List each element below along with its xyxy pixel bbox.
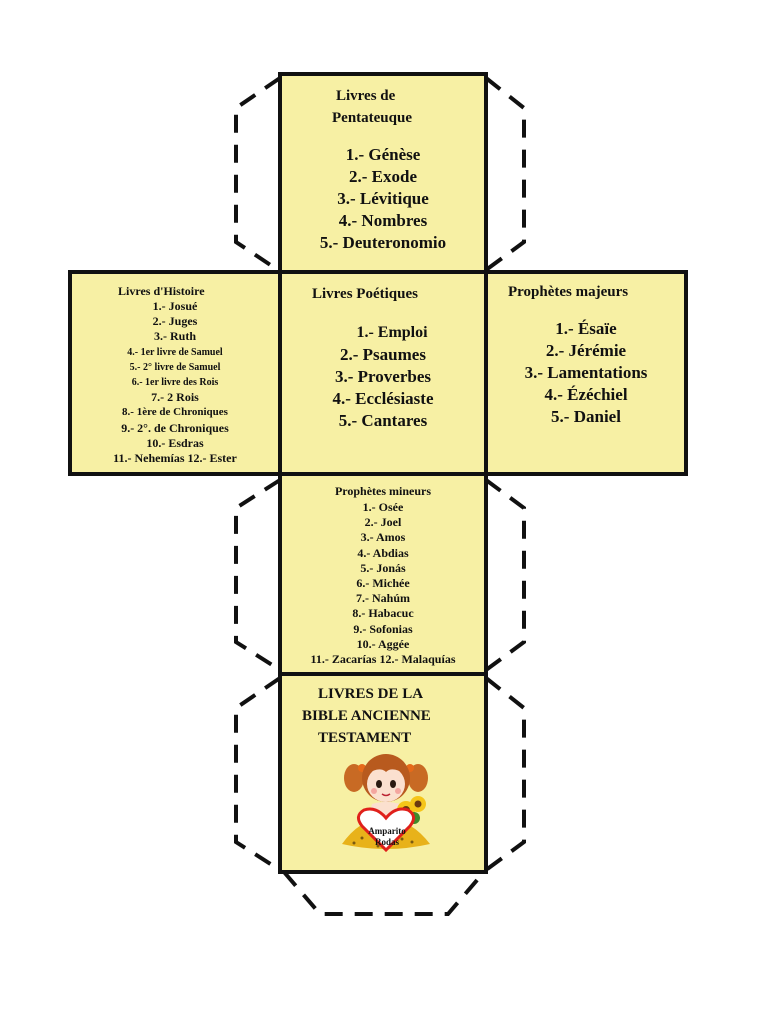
list-item: 8.- 1ère de Chroniques [122,406,228,419]
list-item: 1.- Génèse [345,145,421,164]
list-item: 7.- 2 Rois [151,390,199,405]
list-item: 4.- 1er livre de Samuel [127,346,223,358]
face-poetiques: Livres Poétiques 1.- Emploi 2.- Psaumes … [278,270,488,476]
cover-title-line3: TESTAMENT [318,730,412,746]
list-item: 4.- Abdias [357,545,409,560]
majeurs-title: Prophètes majeurs [508,284,629,300]
histoire-title: Livres d'Histoire [118,284,205,298]
list-item: 7.- Nahúm [355,591,410,606]
face-histoire: Livres d'Histoire 1.- Josué 2.- Juges 3.… [68,270,282,476]
list-item: 5.- Daniel [551,407,621,426]
badge-line2: Rodas [374,837,399,847]
girl-illustration [342,754,430,853]
list-item: 2.- Psaumes [340,345,426,364]
list-item: 6.- Michée [356,576,410,591]
cover-title-line1: LIVRES DE LA [318,686,424,702]
face-majeurs: Prophètes majeurs 1.- Ésaïe 2.- Jérémie … [484,270,688,476]
mineurs-list: 1.- Osée 2.- Joel 3.- Amos 4.- Abdias 5.… [282,500,484,667]
cover-title-line2: BIBLE ANCIENNE [302,708,431,724]
pentateuque-title-line2: Pentateuque [332,110,412,126]
heart-icon [357,807,415,853]
list-item: 10.- Aggée [356,636,410,651]
list-item: 5.- Cantares [338,411,428,430]
list-item: 11.- Nehemías 12.- Ester [113,451,237,466]
list-item: 3.- Lévitique [337,189,429,208]
list-item: 2.- Jérémie [545,341,627,360]
list-item: 2.- Joel [364,515,402,530]
list-item: 4.- Nombres [338,211,428,230]
list-item: 5.- 2° livre de Samuel [129,361,221,373]
histoire-list: 1.- Josué 2.- Juges 3.- Ruth 4.- 1er liv… [72,299,278,466]
face-mineurs: Prophètes mineurs 1.- Osée 2.- Joel 3.- … [278,472,488,676]
list-item: 1.- Josué [152,299,198,313]
list-item: 5.- Jonás [360,560,406,575]
list-item: 6.- 1er livre des Rois [131,377,219,389]
list-item: 3.- Proverbes [335,367,431,386]
list-item: 9.- Sofonias [353,621,413,636]
face-cover: LIVRES DE LA BIBLE ANCIENNE TESTAMENT [278,672,488,874]
pentateuque-list: 1.- Génèse 2.- Exode 3.- Lévitique 4.- N… [282,144,484,254]
face-pentateuque: Livres de Pentateuque 1.- Génèse 2.- Exo… [278,72,488,274]
list-item: 1.- Ésaïe [555,319,617,338]
pentateuque-title-line1: Livres de [336,88,396,104]
list-item: 1.- Osée [362,500,404,514]
poetiques-list: 1.- Emploi 2.- Psaumes 3.- Proverbes 4.-… [282,322,484,432]
list-item: 4.- Ecclésiaste [332,389,434,408]
majeurs-list: 1.- Ésaïe 2.- Jérémie 3.- Lamentations 4… [488,318,684,428]
list-item: 3.- Amos [360,530,406,545]
poetiques-title: Livres Poétiques [312,286,418,302]
list-item: 2.- Exode [349,167,417,186]
list-item: 5.- Deuteronomio [319,233,447,252]
list-item: 8.- Habacuc [352,606,414,621]
list-item: 4.- Ézéchiel [544,385,628,404]
mineurs-title: Prophètes mineurs [334,484,432,498]
list-item: 2.- Juges [152,314,198,329]
list-item: 9.- 2°. de Chroniques [121,420,229,435]
list-item: 10.- Esdras [146,435,204,450]
list-item: 3.- Ruth [153,329,196,344]
list-item: 11.- Zacarías 12.- Malaquías [310,652,456,667]
list-item: 1.- Emploi [356,324,428,341]
list-item: 3.- Lamentations [524,363,648,382]
badge-line1: Amparito [368,826,406,836]
